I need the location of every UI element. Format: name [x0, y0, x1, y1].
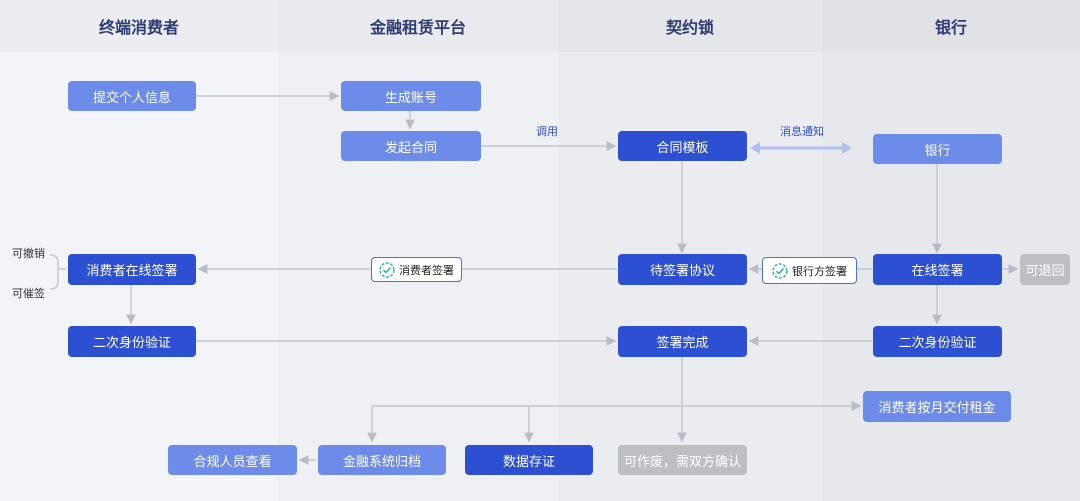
- lane-header-qiyuesuo: 契约锁: [558, 0, 822, 52]
- check-badge-icon: [772, 262, 788, 279]
- node-bank-online-sign: 在线签署: [873, 254, 1002, 285]
- lane-header-platform: 金融租赁平台: [278, 0, 558, 52]
- lane-header-bank: 银行: [822, 0, 1080, 52]
- edge-label-invoke: 调用: [536, 125, 558, 138]
- side-label-remindable: 可催签: [12, 287, 45, 300]
- node-contract-template: 合同模板: [618, 131, 747, 161]
- node-finance-archive: 金融系统归档: [318, 445, 446, 475]
- tag-bank-signed: 银行方签署: [762, 257, 857, 284]
- node-monthly-rent: 消费者按月交付租金: [863, 391, 1011, 422]
- node-bank-second-verify: 二次身份验证: [873, 326, 1002, 357]
- lane-qiyuesuo: 契约锁: [558, 0, 822, 501]
- node-pending-agreement: 待签署协议: [618, 254, 747, 285]
- node-sign-complete: 签署完成: [618, 326, 747, 357]
- lane-header-consumer: 终端消费者: [0, 0, 278, 52]
- side-bracket: [49, 254, 59, 290]
- node-consumer-online-sign: 消费者在线签署: [68, 254, 196, 285]
- node-compliance-view: 合规人员查看: [168, 445, 297, 475]
- node-consumer-second-verify: 二次身份验证: [68, 326, 196, 357]
- tag-bank-signed-label: 银行方签署: [792, 264, 847, 278]
- edge-label-notify: 消息通知: [780, 125, 824, 138]
- tag-consumer-signed: 消费者签署: [371, 257, 462, 282]
- tag-consumer-signed-label: 消费者签署: [399, 263, 454, 277]
- edge-template-bank-notify: [750, 142, 852, 154]
- node-gen-account: 生成账号: [341, 81, 481, 111]
- side-label-revocable: 可撤销: [12, 247, 45, 260]
- check-badge-icon: [379, 261, 395, 278]
- node-bank: 银行: [873, 134, 1002, 164]
- node-returnable: 可退回: [1020, 254, 1070, 285]
- node-data-evidence: 数据存证: [465, 445, 593, 475]
- node-void-confirm: 可作废，需双方确认: [618, 445, 747, 475]
- node-submit-info: 提交个人信息: [68, 81, 196, 111]
- node-initiate-contract: 发起合同: [341, 131, 481, 161]
